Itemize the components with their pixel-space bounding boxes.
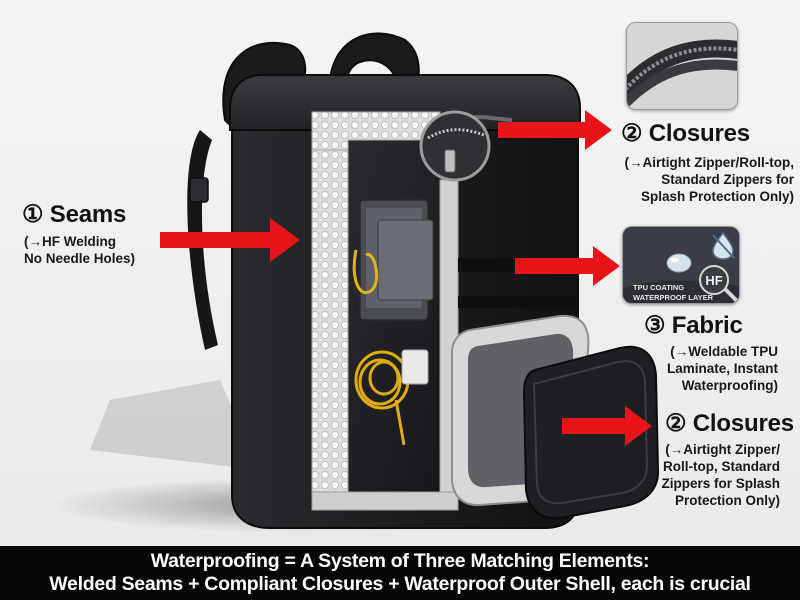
arrow-fabric [515,246,620,286]
closures-bottom-note-line: Zippers for Splash [661,476,780,491]
seam-insulation-bottom [311,491,459,511]
cast-shadow [90,380,260,470]
zipper-icon [627,23,737,109]
tablet [377,219,434,301]
closures-bottom-callout-title: ② Closures [665,410,794,437]
magnifier-icon [723,287,739,303]
side-buckle [189,177,209,203]
closures-bottom-callout-note: (→Airtight Zipper/ Roll-top, Standard Zi… [661,441,780,509]
caption-bar: Waterproofing = A System of Three Matchi… [0,546,800,600]
caption-line-1: Waterproofing = A System of Three Matchi… [150,550,650,572]
closures-top-callout-note: (→Airtight Zipper/Roll-top, Standard Zip… [625,154,794,205]
closures-bottom-note-line: Roll-top, Standard [663,459,780,474]
water-drop-icon [666,253,692,273]
fabric-callout-title: ③ Fabric [644,312,743,339]
no-water-icon [712,231,735,260]
seams-note-line: (→HF Welding [24,234,116,249]
yellow-cable-top [352,249,379,294]
closures-bottom-note-line: Protection Only) [674,493,780,508]
fabric-note-line: (→Weldable TPU [670,344,778,359]
lid-zipper-pull [444,149,456,173]
tpu-fabric-inset: TPU COATING WATERPROOF LAYER HF [622,226,740,304]
arrow-closures-top [498,110,612,150]
seams-callout-note: (→HF Welding No Needle Holes) [24,233,135,267]
caption-line-2: Welded Seams + Compliant Closures + Wate… [49,573,751,595]
seam-insulation-top [311,111,441,151]
zipper-closeup-inset [626,22,738,110]
tpu-coating-line1: TPU COATING [633,283,685,292]
detached-pouch-zipper [532,360,649,505]
lid-zipper-loupe [419,110,491,182]
closures-top-note-line: Splash Protection Only) [640,189,794,204]
tpu-coating-line2: WATERPROOF LAYER [633,293,714,302]
closures-top-callout-title: ② Closures [621,120,750,147]
closures-top-note-line: Standard Zippers for [661,172,794,187]
fabric-callout-note: (→Weldable TPU Laminate, Instant Waterpr… [667,343,778,394]
fabric-note-line: Waterproofing) [681,378,778,393]
seam-insulation-left [311,117,349,506]
fabric-note-line: Laminate, Instant [666,361,778,376]
arrow-closures-bottom [562,406,652,446]
power-adapter [401,349,429,385]
closures-bottom-note-line: (→Airtight Zipper/ [665,442,780,457]
backpack-illustration [50,32,660,533]
seams-note-line: No Needle Holes) [24,251,136,266]
closures-top-note-line: (→Airtight Zipper/Roll-top, [624,155,794,170]
lid-zipper-teeth [427,128,485,140]
hf-badge: HF [699,265,729,295]
front-strap-lower [458,296,578,308]
tpu-coating-label: TPU COATING WATERPROOF LAYER [633,283,713,303]
arrow-seams [160,218,300,262]
seams-callout-title: ① Seams [22,201,127,228]
